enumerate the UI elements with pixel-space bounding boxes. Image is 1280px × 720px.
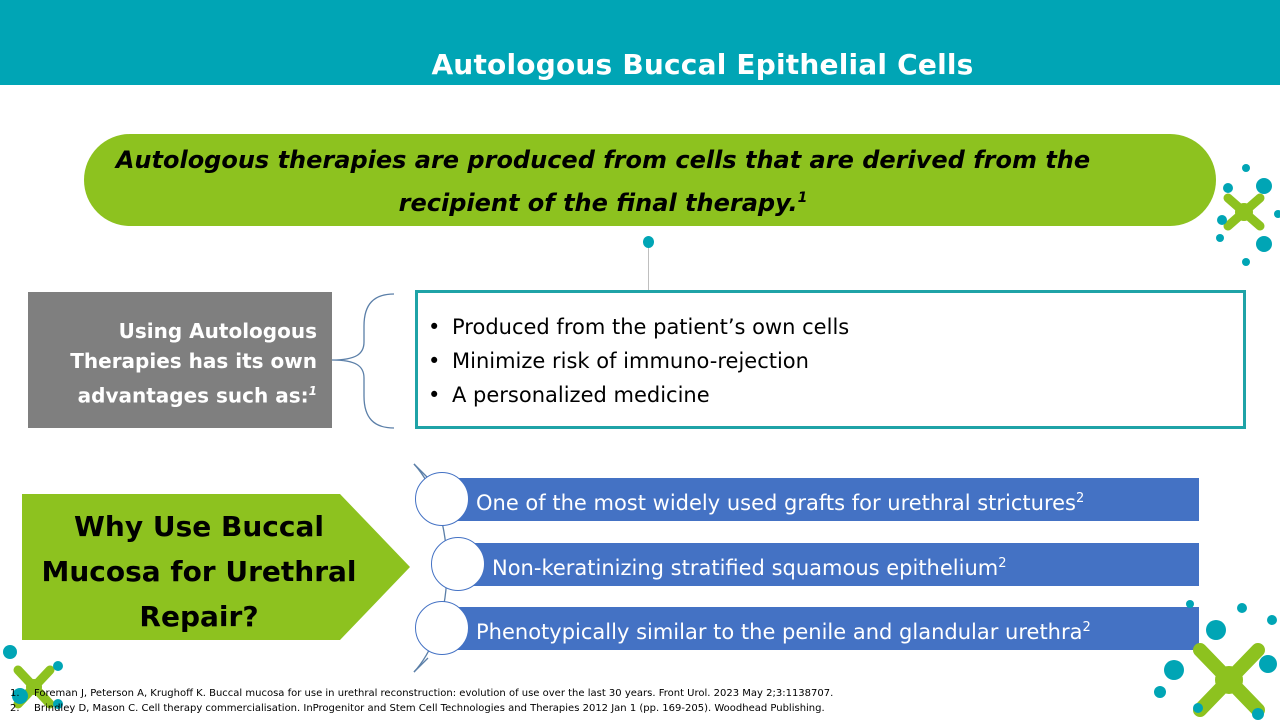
advantage-item: • Minimize risk of immuno-rejection	[428, 344, 849, 378]
definition-citation: 1	[797, 190, 808, 206]
reason-circle-icon	[431, 537, 485, 591]
bullet-icon: •	[428, 349, 441, 373]
bullet-icon: •	[428, 383, 441, 407]
reason-circle-icon	[415, 472, 469, 526]
advantages-label-text: Using Autologous Therapies has its own a…	[70, 319, 317, 408]
reason-citation: 2	[1076, 491, 1085, 506]
advantages-label-citation: 1	[308, 384, 317, 398]
definition-statement: Autologous therapies are produced from c…	[115, 146, 1091, 217]
advantage-text: A personalized medicine	[452, 383, 710, 407]
advantage-text: Produced from the patient’s own cells	[452, 315, 850, 339]
molecule-decoration-icon	[3, 645, 63, 709]
curly-brace-icon	[331, 293, 395, 429]
connector-top-dot	[643, 236, 654, 248]
advantage-item: • Produced from the patient’s own cells	[428, 310, 849, 344]
reason-citation: 2	[998, 556, 1007, 571]
header-bar	[0, 0, 1280, 85]
reason-bar-2: Non-keratinizing stratified squamous epi…	[458, 543, 1199, 586]
reason-text: Phenotypically similar to the penile and…	[476, 620, 1083, 644]
reference-text: Brindley D, Mason C. Cell therapy commer…	[34, 703, 825, 714]
reason-citation: 2	[1082, 620, 1091, 635]
connector-line	[648, 244, 649, 294]
reference-text: Foreman J, Peterson A, Krughoff K. Bucca…	[34, 688, 834, 699]
advantages-box: • Produced from the patient’s own cells •…	[415, 290, 1246, 429]
reference-item: 1. Foreman J, Peterson A, Krughoff K. Buc…	[10, 686, 833, 701]
reason-text: Non-keratinizing stratified squamous epi…	[492, 556, 999, 580]
slide-title: Autologous Buccal Epithelial Cells	[431, 48, 974, 81]
molecule-decoration-icon	[1216, 164, 1280, 266]
bullet-icon: •	[428, 315, 441, 339]
why-heading: Why Use Buccal Mucosa for Urethral Repai…	[41, 510, 357, 633]
reference-number: 2.	[10, 703, 20, 714]
references: 1. Foreman J, Peterson A, Krughoff K. Buc…	[10, 686, 833, 716]
reference-number: 1.	[10, 688, 20, 699]
advantage-text: Minimize risk of immuno-rejection	[452, 349, 809, 373]
reason-circle-icon	[415, 601, 469, 655]
reason-text: One of the most widely used grafts for u…	[476, 491, 1076, 515]
advantages-list: • Produced from the patient’s own cells •…	[428, 310, 849, 412]
reason-bar-3: Phenotypically similar to the penile and…	[440, 607, 1199, 650]
advantages-label-box: Using Autologous Therapies has its own a…	[28, 292, 332, 428]
definition-banner	[84, 134, 1216, 226]
definition-text: Autologous therapies are produced from c…	[84, 141, 1122, 222]
advantage-item: • A personalized medicine	[428, 378, 849, 412]
advantages-label: Using Autologous Therapies has its own a…	[47, 316, 317, 411]
molecule-decoration-icon	[1154, 600, 1277, 720]
reference-item: 2. Brindley D, Mason C. Cell therapy comm…	[10, 701, 833, 716]
why-arrow-shape	[22, 494, 410, 640]
reason-bar-1: One of the most widely used grafts for u…	[440, 478, 1199, 521]
